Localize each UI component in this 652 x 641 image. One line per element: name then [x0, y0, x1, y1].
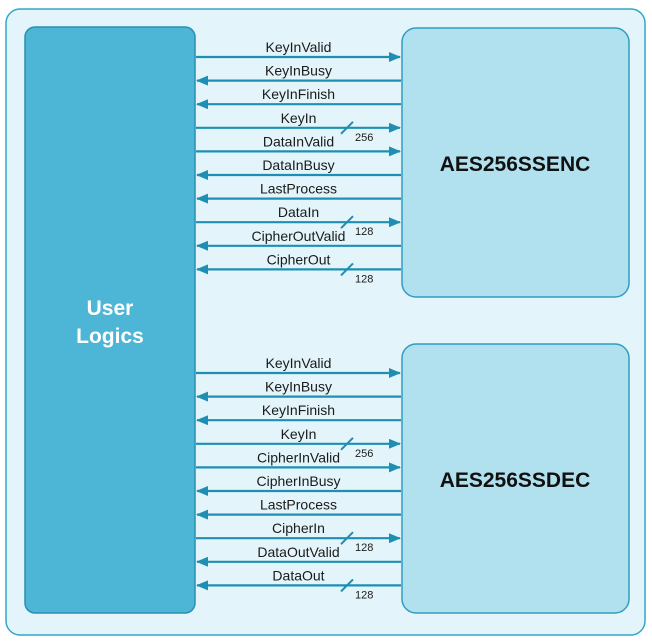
enc-signal-keyinbusy-label: KeyInBusy: [265, 63, 332, 79]
dec-signal-cipherinvalid-label: CipherInValid: [257, 449, 340, 465]
enc-signal-datain-label: DataIn: [278, 204, 319, 220]
enc-signal-cipherout-bus-width: 128: [355, 273, 373, 285]
enc-signal-datain-bus-slash: [340, 215, 354, 229]
enc-signal-cipherout-bus-slash: [340, 262, 354, 277]
enc-signal-keyin-bus-slash: [340, 121, 354, 135]
dec-signal-cipherin-label: CipherIn: [272, 520, 325, 536]
enc-signal-lastprocess-label: LastProcess: [260, 181, 337, 197]
dec-signal-keyinfinish-label: KeyInFinish: [262, 402, 335, 418]
dec-signal-dataout-bus-slash: [340, 578, 354, 593]
enc-signal-datain-bus-width: 128: [355, 226, 373, 238]
enc-signal-datainvalid-label: DataInValid: [263, 133, 334, 149]
dec-signal-lastprocess-label: LastProcess: [260, 497, 337, 513]
aes256ssenc-title: AES256SSENC: [440, 153, 591, 176]
dec-signal-cipherin-bus-width: 128: [355, 542, 373, 554]
decoder-signal-group: KeyInValidKeyInBusyKeyInFinishKeyIn256Ci…: [196, 355, 401, 601]
user-logics-label-line1: User: [87, 297, 134, 320]
aes256ssdec-block[interactable]: [401, 343, 630, 614]
dec-signal-dataoutvalid-label: DataOutValid: [257, 544, 339, 560]
enc-signal-keyin-bus-width: 256: [355, 132, 373, 144]
user-logics-label-line2: Logics: [76, 325, 144, 348]
enc-signal-cipheroutvalid-label: CipherOutValid: [252, 228, 346, 244]
dec-signal-keyin-bus-slash: [340, 437, 354, 451]
encoder-signal-group: KeyInValidKeyInBusyKeyInFinishKeyIn256Da…: [196, 39, 401, 285]
dec-signal-dataout-label: DataOut: [272, 567, 324, 583]
dec-signal-cipherin-bus-slash: [340, 531, 354, 545]
enc-signal-keyinfinish-label: KeyInFinish: [262, 86, 335, 102]
dec-signal-keyinbusy-label: KeyInBusy: [265, 379, 332, 395]
dec-signal-keyinvalid-label: KeyInValid: [266, 355, 332, 371]
user-logics-block[interactable]: [24, 26, 196, 614]
enc-signal-keyinvalid-label: KeyInValid: [266, 39, 332, 55]
dec-signal-cipherinbusy-label: CipherInBusy: [256, 473, 340, 489]
enc-signal-cipherout-label: CipherOut: [267, 251, 331, 267]
dec-signal-keyin-bus-width: 256: [355, 448, 373, 460]
aes256ssenc-block[interactable]: [401, 27, 630, 298]
enc-signal-datainbusy-label: DataInBusy: [262, 157, 334, 173]
dec-signal-dataout-bus-width: 128: [355, 589, 373, 601]
enc-signal-keyin-label: KeyIn: [281, 110, 317, 126]
dec-signal-keyin-label: KeyIn: [281, 426, 317, 442]
aes256ssdec-title: AES256SSDEC: [440, 469, 591, 492]
